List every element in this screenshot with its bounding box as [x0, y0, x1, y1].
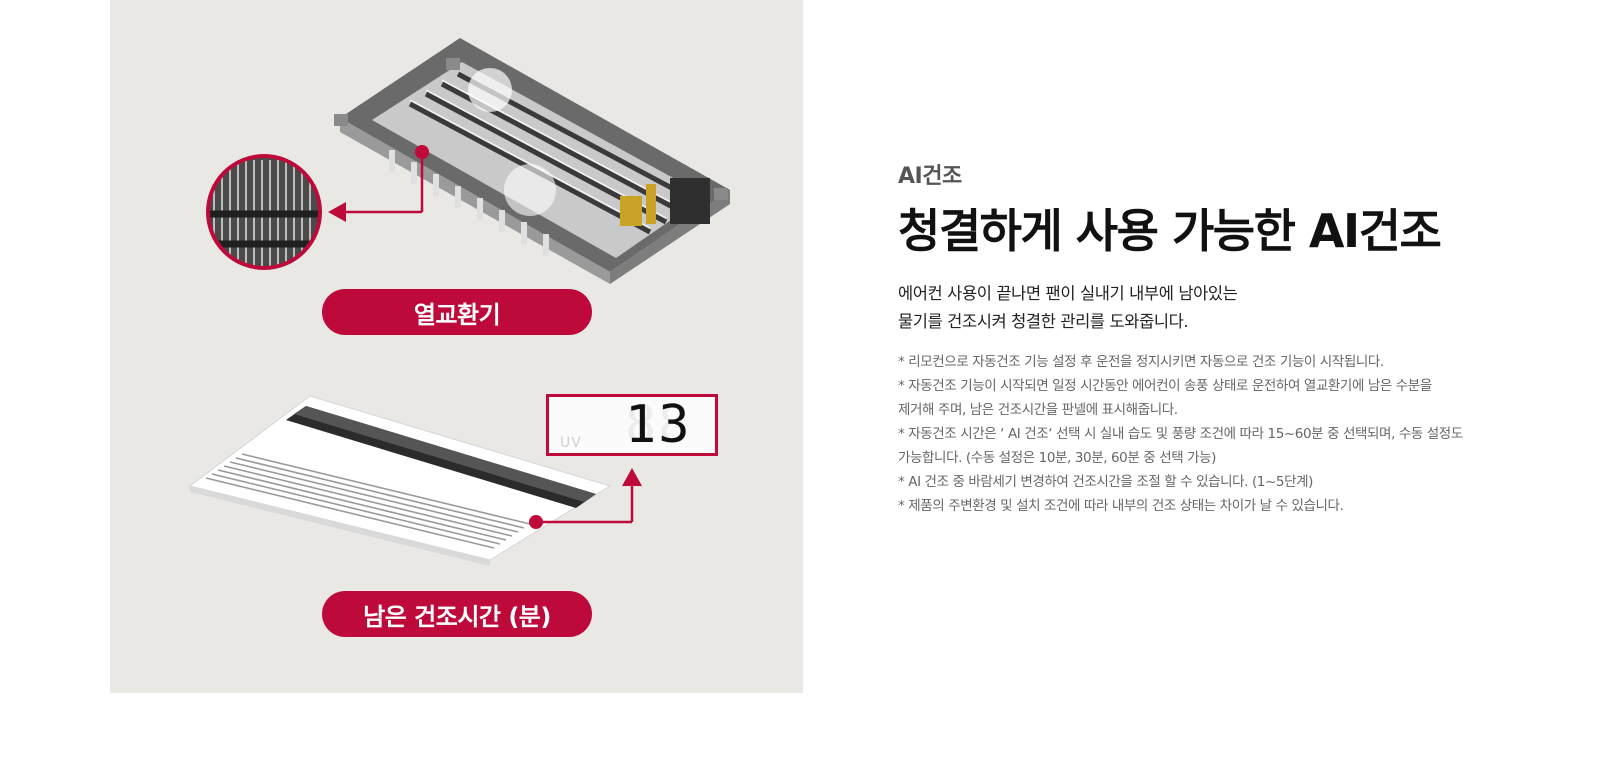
- note-line: * 자동건조 기능이 시작되면 일정 시간동안 에어컨이 송풍 상태로 운전하여…: [898, 378, 1432, 394]
- feature-eyebrow: AI건조: [898, 164, 962, 189]
- note-line: 제거해 주며, 남은 건조시간을 판넬에 표시해줍니다.: [898, 402, 1178, 418]
- cassette-panel: [188, 395, 612, 566]
- feature-headline: 청결하게 사용 가능한 AI건조: [898, 204, 1442, 258]
- feature-description-text: 에어컨 사용이 끝나면 팬이 실내기 내부에 남아있는 물기를 건조시켜 청결한…: [898, 280, 1518, 336]
- heat-exchanger-zoom: [206, 154, 322, 270]
- feature-description: AI건조 청결하게 사용 가능한 AI건조 에어컨 사용이 끝나면 팬이 실내기…: [898, 158, 1518, 518]
- heat-exchanger-pointer: [328, 145, 429, 222]
- note-line: * 자동건조 시간은 ‘ AI 건조‘ 선택 시 실내 습도 및 풍량 조건에 …: [898, 426, 1463, 442]
- drying-time-label: 남은 건조시간 (분): [322, 591, 592, 637]
- heat-exchanger-label: 열교환기: [322, 289, 592, 335]
- remaining-time-value: 13: [625, 395, 692, 455]
- description-line: 물기를 건조시켜 청결한 관리를 도와줍니다.: [898, 312, 1189, 331]
- display-ghost-segments: 88: [625, 395, 692, 455]
- note-line: * 리모컨으로 자동건조 기능 설정 후 운전을 정지시키면 자동으로 건조 기…: [898, 354, 1384, 370]
- indoor-unit-chassis: [334, 38, 730, 284]
- product-visual: 열교환기 UV 88 13 남은 건조시간 (분): [110, 0, 803, 693]
- note-line: * AI 건조 중 바람세기 변경하여 건조시간을 조절 할 수 있습니다. (…: [898, 474, 1314, 490]
- display-pointer: [529, 468, 642, 529]
- description-line: 에어컨 사용이 끝나면 팬이 실내기 내부에 남아있는: [898, 284, 1238, 303]
- feature-notes: * 리모컨으로 자동건조 기능 설정 후 운전을 정지시키면 자동으로 건조 기…: [898, 350, 1518, 518]
- note-line: * 제품의 주변환경 및 설치 조건에 따라 내부의 건조 상태는 차이가 날 …: [898, 498, 1344, 514]
- remaining-time-display: UV 88 13: [546, 394, 718, 456]
- note-line: 가능합니다. (수동 설정은 10분, 30분, 60분 중 선택 가능): [898, 450, 1217, 466]
- uv-indicator: UV: [560, 435, 582, 451]
- product-illustration: [188, 38, 730, 566]
